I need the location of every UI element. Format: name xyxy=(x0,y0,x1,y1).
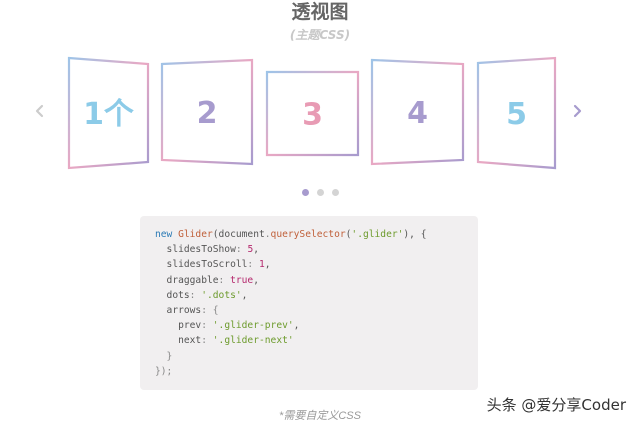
glider-prev-button[interactable] xyxy=(33,102,47,120)
code-token: next xyxy=(155,335,202,347)
code-token: , xyxy=(293,320,300,332)
page-title: 透视图 xyxy=(291,1,349,23)
slides-track[interactable]: 1个 2 3 4 5 xyxy=(0,50,640,180)
slide-label: 3 xyxy=(302,98,323,133)
code-token: : xyxy=(247,259,259,271)
code-line: slidesToScroll: 1, xyxy=(155,257,463,272)
code-token: querySelector xyxy=(270,229,346,240)
code-line: arrows: { xyxy=(155,303,463,318)
code-token: '.glider-prev' xyxy=(212,320,294,332)
code-line: dots: '.dots', xyxy=(155,288,463,303)
code-token: document xyxy=(218,229,265,240)
code-token: ( xyxy=(212,229,219,240)
slide-frame xyxy=(370,58,465,166)
caption: *需要自定义CSS xyxy=(279,410,361,422)
dot-2[interactable] xyxy=(316,189,324,196)
slide-5[interactable]: 5 xyxy=(476,56,557,170)
slide-frame xyxy=(67,56,150,170)
code-token: '.glider' xyxy=(351,229,404,240)
chevron-right-icon xyxy=(573,104,582,118)
chevron-left-icon xyxy=(35,104,44,118)
glider-next-button[interactable] xyxy=(570,102,584,120)
slide-label: 2 xyxy=(197,96,218,131)
slide-label: 1个 xyxy=(83,97,135,132)
code-token: , xyxy=(264,259,271,271)
code-token: 1 xyxy=(258,259,265,271)
dot-1[interactable] xyxy=(301,189,309,196)
code-token: prev xyxy=(155,320,202,332)
slide-frame xyxy=(265,70,360,157)
code-line: next: '.glider-next' xyxy=(155,333,463,348)
code-line: draggable: true, xyxy=(155,273,463,288)
slide-frame xyxy=(160,58,254,166)
code-line: }); xyxy=(155,364,463,379)
code-token: ( xyxy=(345,229,352,240)
slide-label: 4 xyxy=(407,96,428,131)
code-token: : xyxy=(189,289,202,301)
code-token: : xyxy=(235,244,248,256)
code-token: , xyxy=(241,289,248,301)
code-line: slidesToShow: 5, xyxy=(155,242,463,257)
code-token: : xyxy=(218,274,231,286)
code-token: 5 xyxy=(247,244,254,256)
code-token: new xyxy=(155,229,179,240)
code-token: } xyxy=(155,350,173,362)
code-line: } xyxy=(155,349,463,364)
code-block: new Glider(document.querySelector('.glid… xyxy=(140,216,478,390)
code-line: new Glider(document.querySelector('.glid… xyxy=(155,227,463,242)
slide-4[interactable]: 4 xyxy=(370,58,465,166)
code-token: dots xyxy=(155,289,190,301)
glider-carousel[interactable]: 1个 2 3 4 5 xyxy=(0,50,640,180)
code-token: slidesToShow xyxy=(155,244,236,256)
code-token: arrows xyxy=(155,305,202,317)
code-token: true xyxy=(230,274,254,286)
slide-2[interactable]: 2 xyxy=(160,58,254,166)
slide-frame xyxy=(476,56,557,170)
code-token: '.glider-next' xyxy=(212,335,294,347)
code-token: , xyxy=(253,244,259,256)
code-token: draggable xyxy=(155,274,219,286)
code-token: , xyxy=(253,274,259,286)
watermark: 头条 @爱分享Coder xyxy=(486,396,626,414)
code-token: }); xyxy=(155,365,173,377)
code-token: : xyxy=(201,320,213,332)
slider-dots[interactable] xyxy=(0,189,640,201)
slide-3[interactable]: 3 xyxy=(265,70,360,157)
code-line: prev: '.glider-prev', xyxy=(155,318,463,333)
code-token: . xyxy=(264,229,271,240)
page-subtitle: (主题CSS) xyxy=(289,28,351,42)
code-token: : xyxy=(201,335,213,347)
slide-1[interactable]: 1个 xyxy=(67,56,150,170)
slide-label: 5 xyxy=(506,97,527,132)
code-token: '.dots' xyxy=(201,289,242,301)
code-token: : { xyxy=(201,305,219,317)
dot-3[interactable] xyxy=(331,189,339,196)
code-token: slidesToScroll xyxy=(155,259,248,271)
code-token: Glider xyxy=(178,229,213,240)
code-token: ), { xyxy=(403,229,427,240)
